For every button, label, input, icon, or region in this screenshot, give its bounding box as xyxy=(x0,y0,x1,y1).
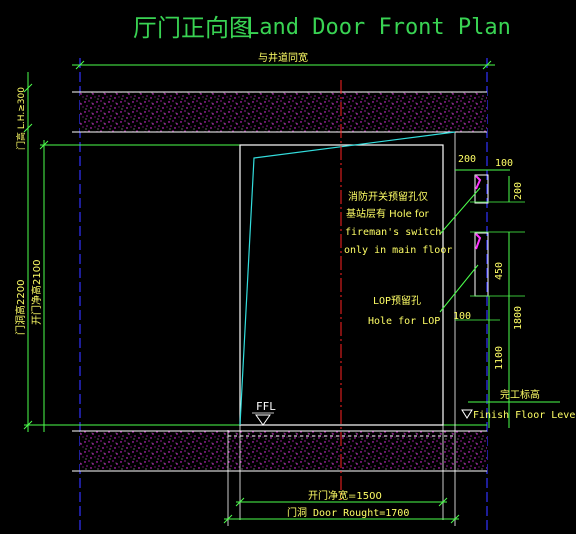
fireman-note-en1: fireman's switch xyxy=(345,227,441,238)
dim-100-top: 100 xyxy=(495,158,513,169)
label-door-height-clear: 开门净高2100 xyxy=(30,260,43,325)
label-lh: 门高 L.H.≥300 xyxy=(15,87,27,150)
lop-hole xyxy=(474,232,489,297)
left-dim-tick-bottom xyxy=(23,420,33,430)
left-dim-tick-top xyxy=(23,83,33,93)
top-concrete-slab xyxy=(80,92,487,132)
fireman-switch-hole xyxy=(474,174,489,204)
fireman-note-en2: only in main floor xyxy=(344,245,452,256)
fireman-note-cn: 消防开关预留孔仅 xyxy=(348,190,428,203)
top-dim-tick-right xyxy=(482,60,492,70)
top-dim-label: 与井道同宽 xyxy=(258,51,308,64)
rough-width-label: 门洞 Door Rought=1700 xyxy=(287,506,409,519)
lop-note-cn: LOP预留孔 xyxy=(373,294,421,307)
rough-width-tick-r xyxy=(450,514,460,524)
dim-1800: 1800 xyxy=(513,306,524,330)
dim-1100: 1100 xyxy=(494,346,505,370)
lop-note-en: Hole for LOP xyxy=(368,316,440,327)
title-cn: 厅门正向图 xyxy=(133,14,253,42)
bottom-concrete-slab xyxy=(80,431,487,471)
dim-200-right: 200 xyxy=(513,182,524,200)
title-en: Land Door Front Plan xyxy=(246,15,511,40)
fireman-hole-mark xyxy=(475,175,482,190)
lop-hole-mark xyxy=(475,233,482,250)
fireman-leader xyxy=(439,187,481,235)
clear-width-label: 开门净宽=1500 xyxy=(308,489,382,502)
label-door-height-rough: 门洞高2200 xyxy=(14,280,27,335)
rough-width-tick-l xyxy=(223,514,233,524)
top-dim-tick-left xyxy=(75,60,85,70)
clear-width-tick-l xyxy=(235,497,245,507)
left-dim-tick-mid xyxy=(23,123,33,133)
fireman-note-cn2: 基站层有 Hole for xyxy=(346,207,430,220)
dim-100-lower: 100 xyxy=(453,311,471,322)
door-leaf-line xyxy=(239,131,456,426)
dim-200-top: 200 xyxy=(458,154,476,165)
dim-450: 450 xyxy=(494,262,505,280)
finish-floor-en: Finish Floor Level xyxy=(473,410,576,421)
clear-width-tick-r xyxy=(438,497,448,507)
left-dim-tick-inner xyxy=(39,140,49,150)
finish-floor-cn: 完工标高 xyxy=(500,388,540,401)
ffl-label: FFL xyxy=(256,400,276,413)
finish-floor-marker-icon xyxy=(461,409,473,419)
ffl-marker-icon xyxy=(255,414,271,426)
lop-leader xyxy=(439,264,479,313)
